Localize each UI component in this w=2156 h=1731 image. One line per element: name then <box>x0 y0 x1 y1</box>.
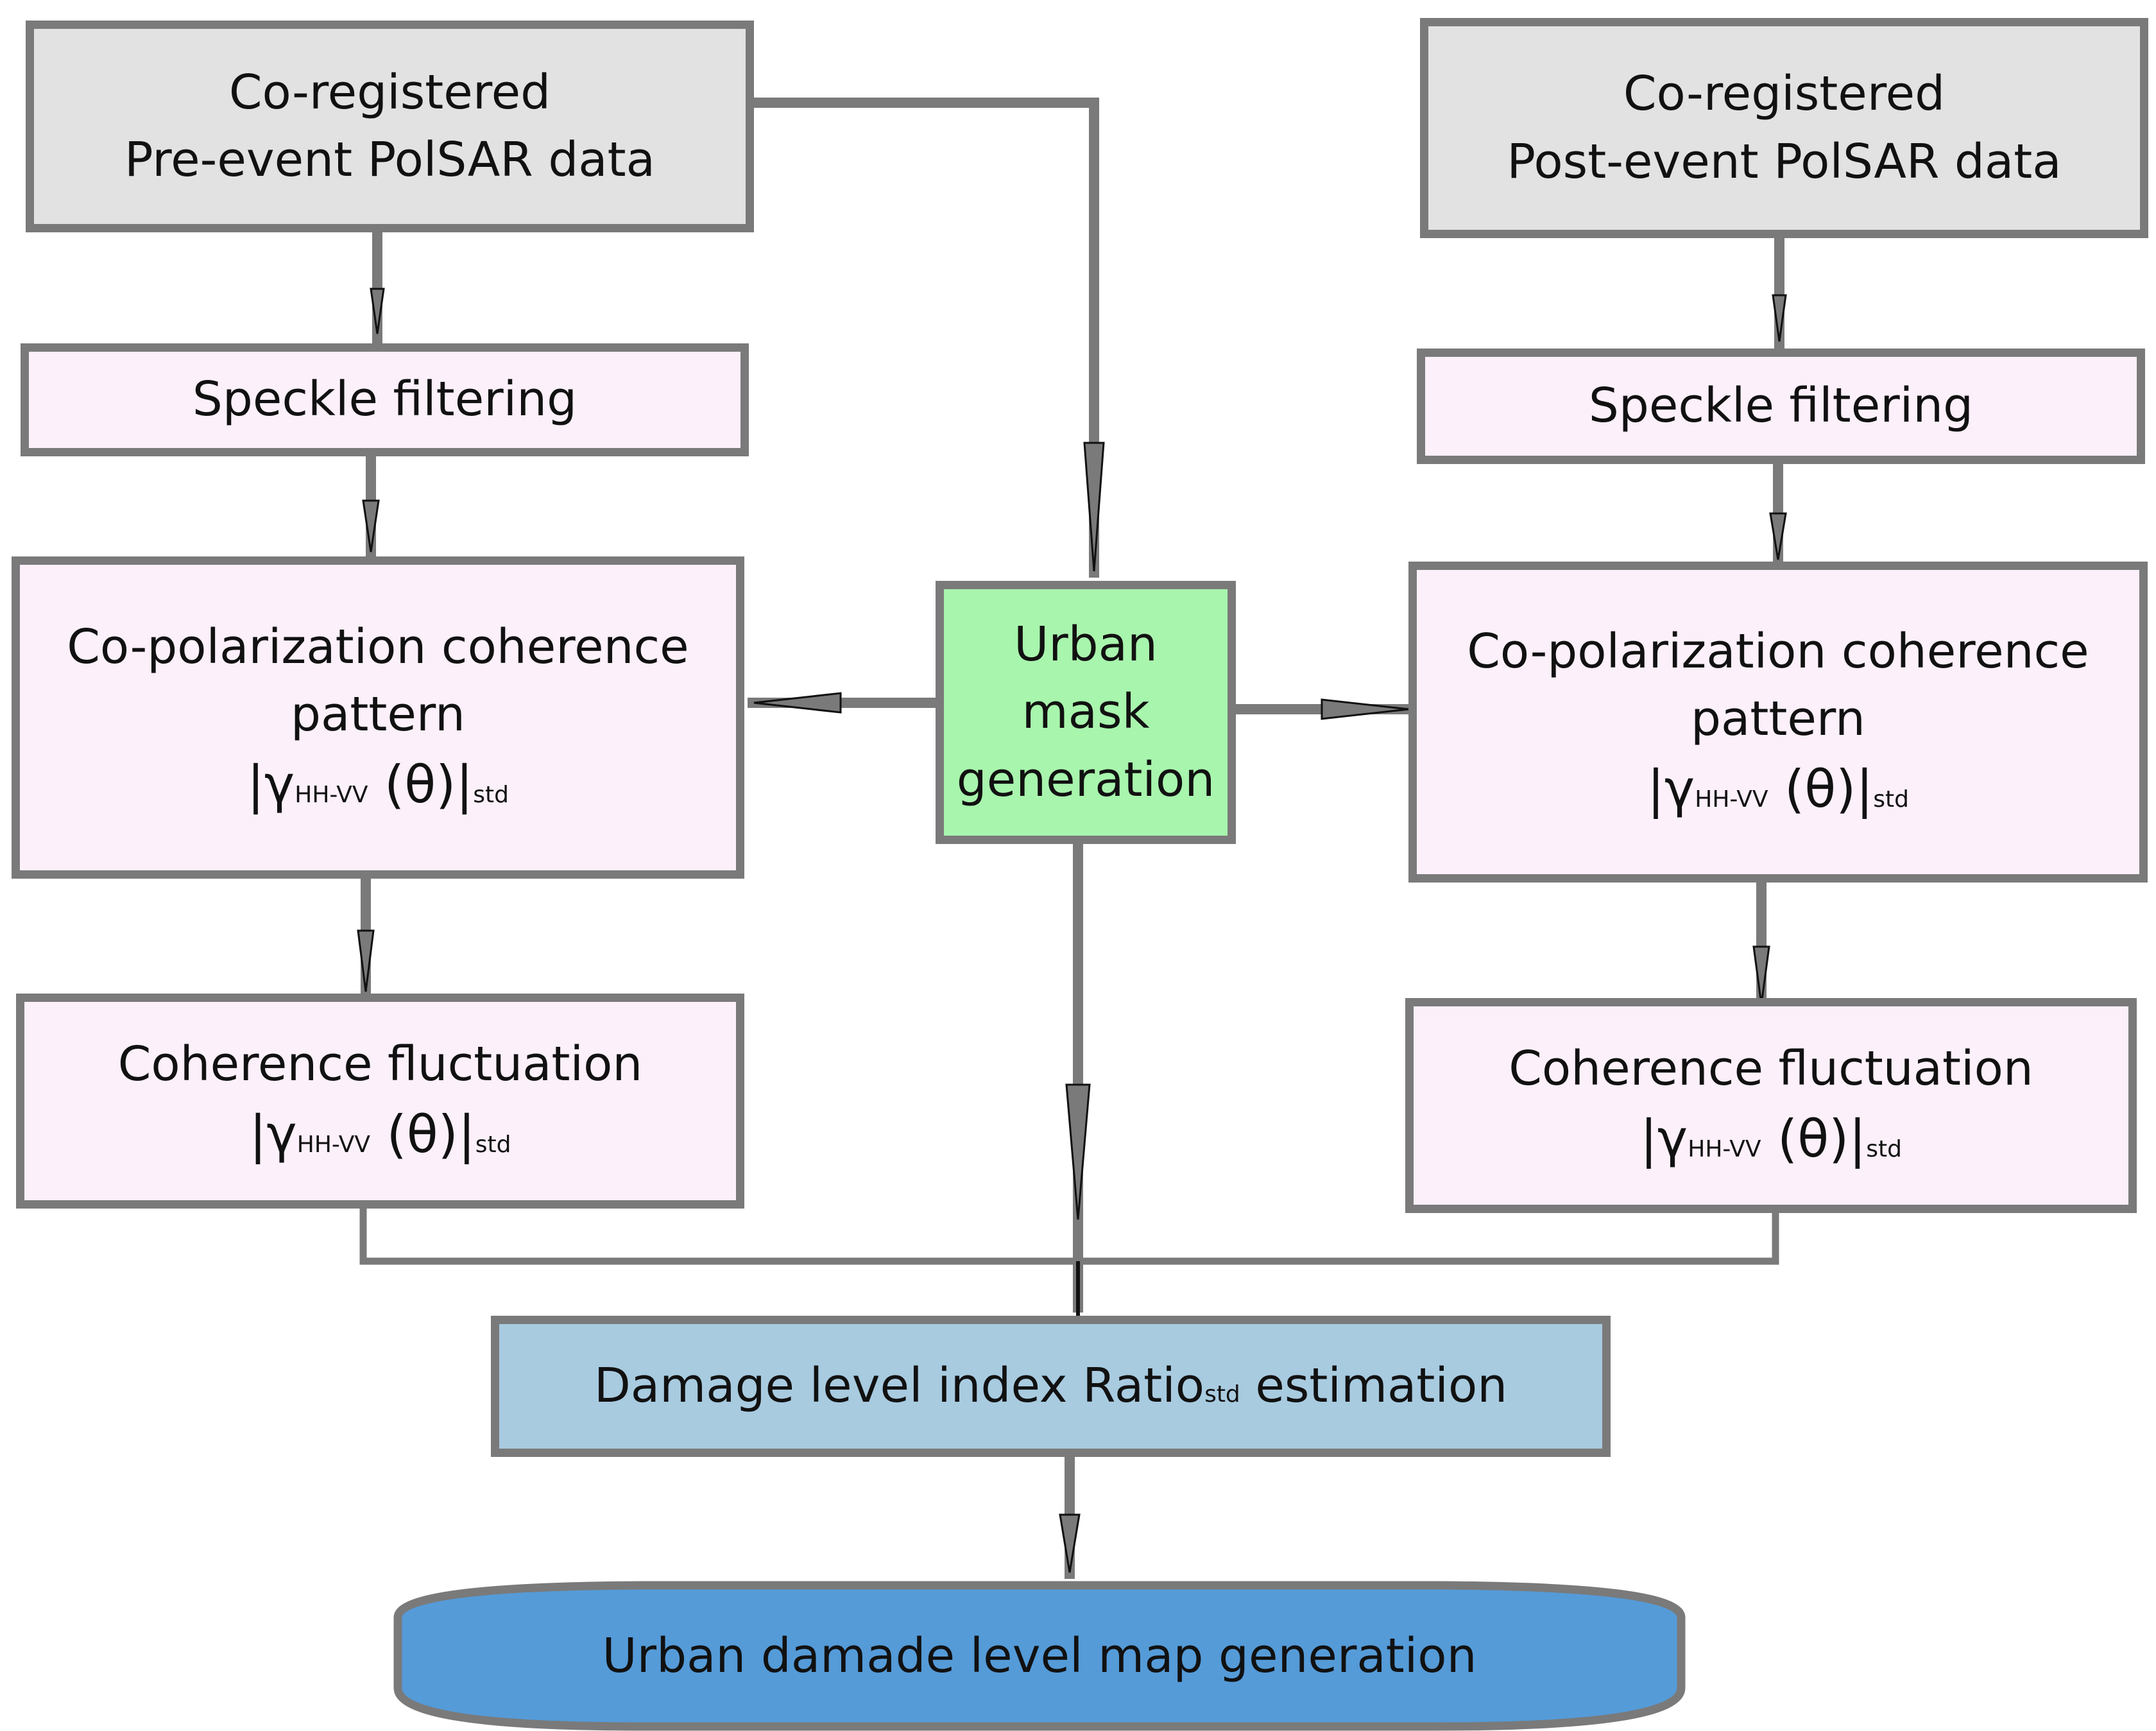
damage-index-sub: std <box>1204 1381 1240 1408</box>
arrowhead <box>1769 512 1787 560</box>
formula-theta: (θ)| <box>368 755 474 815</box>
merge-bracket <box>359 1207 1779 1265</box>
copol-pre-line2: pattern <box>291 687 465 743</box>
arrowhead <box>1772 294 1787 342</box>
formula-sub-std: std <box>475 1132 511 1158</box>
speckle-post-label: Speckle filtering <box>1588 378 1974 434</box>
speckle-filtering-post-box: Speckle filtering <box>1417 349 2145 464</box>
post-data-line1: Co-registered <box>1623 66 1946 122</box>
arrowhead <box>1059 1513 1081 1573</box>
output-drum-shape <box>393 1581 1686 1731</box>
formula-theta: (θ)| <box>1768 759 1874 820</box>
formula-sub: HH-VV <box>295 782 368 809</box>
copol-pre-formula: |γHH-VV (θ)|std <box>247 748 509 822</box>
coherence-fluctuation-pre-box: Coherence fluctuation |γHH-VV (θ)|std <box>16 994 744 1209</box>
fluct-pre-line1: Coherence fluctuation <box>117 1037 643 1092</box>
urban-mask-line1: Urban <box>1014 617 1158 673</box>
formula-open: |γ <box>1647 759 1695 820</box>
speckle-filtering-pre-box: Speckle filtering <box>21 343 749 456</box>
pre-data-line2: Pre-event PolSAR data <box>124 132 656 187</box>
pre-data-line1: Co-registered <box>228 64 551 120</box>
damage-index-label: Damage level index Ratiostd estimation <box>594 1352 1507 1420</box>
arrowhead <box>362 499 380 553</box>
copol-pre-line1: Co-polarization coherence <box>67 619 689 675</box>
damage-index-pre: Damage level index Ratio <box>594 1358 1205 1414</box>
pre-event-data-box: Co-registered Pre-event PolSAR data <box>26 21 754 232</box>
urban-mask-line2: mask <box>1022 684 1150 740</box>
arrowhead <box>1065 1083 1091 1220</box>
formula-sub-std: std <box>1873 786 1910 813</box>
formula-theta: (θ)| <box>1761 1109 1867 1169</box>
connector-pre-data-to-urban-mask <box>751 98 1099 578</box>
formula-theta: (θ)| <box>370 1105 475 1165</box>
copol-post-line2: pattern <box>1691 691 1865 747</box>
formula-open: |γ <box>249 1105 297 1165</box>
fluct-pre-formula: |γHH-VV (θ)|std <box>249 1098 511 1171</box>
formula-open: |γ <box>1639 1109 1688 1169</box>
arrowhead <box>1083 442 1105 572</box>
arrowhead <box>1752 945 1770 1005</box>
formula-sub: HH-VV <box>1688 1136 1761 1163</box>
post-data-line2: Post-event PolSAR data <box>1507 133 2062 189</box>
speckle-pre-label: Speckle filtering <box>192 372 578 427</box>
copol-post-formula: |γHH-VV (θ)|std <box>1647 753 1909 826</box>
urban-mask-generation-box: Urban mask generation <box>936 581 1236 844</box>
formula-open: |γ <box>246 755 295 815</box>
fluct-post-formula: |γHH-VV (θ)|std <box>1640 1103 1902 1176</box>
copol-post-line1: Co-polarization coherence <box>1467 624 2089 680</box>
post-event-data-box: Co-registered Post-event PolSAR data <box>1420 18 2148 238</box>
copol-coherence-post-box: Co-polarization coherence pattern |γHH-V… <box>1408 562 2148 883</box>
formula-sub-std: std <box>1866 1136 1903 1163</box>
arrowhead <box>753 692 842 714</box>
formula-sub: HH-VV <box>296 1132 371 1158</box>
copol-coherence-pre-box: Co-polarization coherence pattern |γHH-V… <box>12 556 744 879</box>
damage-index-post: estimation <box>1240 1358 1508 1414</box>
arrowhead <box>1321 698 1409 720</box>
formula-sub: HH-VV <box>1695 786 1768 813</box>
coherence-fluctuation-post-box: Coherence fluctuation |γHH-VV (θ)|std <box>1405 998 2137 1213</box>
urban-mask-line3: generation <box>956 752 1215 807</box>
urban-damage-map-output: Urban damade level map generation <box>398 1605 1681 1707</box>
fluct-post-line1: Coherence fluctuation <box>1509 1041 2033 1097</box>
final-map-label: Urban damade level map generation <box>602 1628 1477 1684</box>
arrowhead <box>357 929 375 992</box>
formula-sub-std: std <box>473 782 509 809</box>
damage-level-index-box: Damage level index Ratiostd estimation <box>491 1316 1611 1457</box>
arrowhead <box>370 288 385 334</box>
